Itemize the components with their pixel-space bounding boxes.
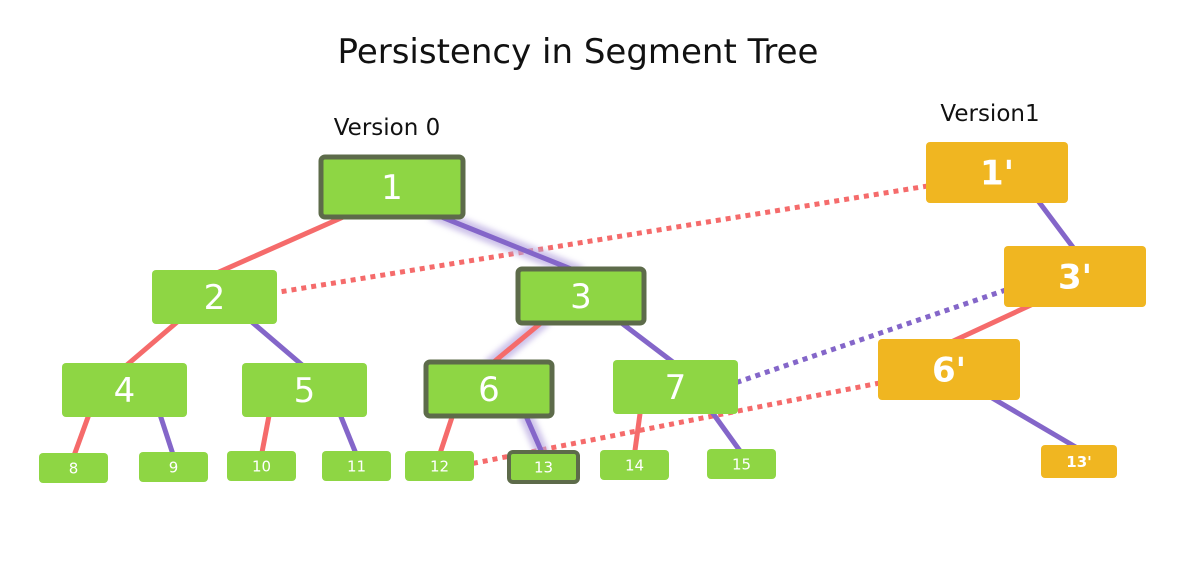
node-n5: 5 bbox=[242, 363, 367, 417]
edge-m6-m13 bbox=[987, 393, 1081, 452]
node-box-n7 bbox=[613, 360, 738, 414]
edge-n4-n9 bbox=[157, 412, 176, 457]
edge-n7-n15 bbox=[708, 408, 744, 455]
node-n8: 8 bbox=[39, 453, 108, 483]
edge-n2-n5 bbox=[247, 318, 307, 369]
node-label-n3: 3 bbox=[570, 277, 592, 317]
node-n15: 15 bbox=[707, 449, 776, 479]
edge-glow bbox=[429, 206, 584, 459]
diagram-title: Persistency in Segment Tree bbox=[338, 32, 819, 72]
edge-n3-n7 bbox=[614, 317, 678, 366]
node-label-n9: 9 bbox=[169, 458, 179, 476]
node-label-m3: 3' bbox=[1058, 258, 1092, 298]
node-box-n1 bbox=[318, 154, 466, 220]
node-box-n2 bbox=[152, 270, 277, 324]
node-box-n10 bbox=[227, 451, 296, 481]
node-box-m6 bbox=[878, 339, 1020, 400]
tree-edges bbox=[71, 197, 1081, 458]
edge-n1-n2 bbox=[213, 210, 354, 277]
node-m13: 13' bbox=[1041, 445, 1117, 478]
node-n3: 3 bbox=[515, 266, 647, 326]
node-n11: 11 bbox=[322, 451, 391, 481]
edge-n3-n6 bbox=[487, 317, 548, 368]
edge-n5-n11 bbox=[337, 412, 359, 456]
edge-n1-n3 bbox=[430, 210, 582, 276]
node-n12: 12 bbox=[405, 451, 474, 481]
node-label-n6: 6 bbox=[478, 370, 500, 410]
node-box-n14 bbox=[600, 450, 669, 480]
node-box-n13 bbox=[507, 450, 580, 484]
node-box-n8 bbox=[39, 453, 108, 483]
node-n4: 4 bbox=[62, 363, 187, 417]
node-n2: 2 bbox=[152, 270, 277, 324]
node-label-m1: 1' bbox=[980, 154, 1014, 194]
node-box-n5 bbox=[242, 363, 367, 417]
node-m1: 1' bbox=[926, 142, 1068, 203]
node-box-m13 bbox=[1041, 445, 1117, 478]
node-box-m1 bbox=[926, 142, 1068, 203]
node-box-n6 bbox=[423, 359, 555, 419]
node-box-n4 bbox=[62, 363, 187, 417]
link-m1-to-n2 bbox=[274, 183, 929, 296]
node-label-m6: 6' bbox=[932, 351, 966, 391]
node-n13: 13 bbox=[507, 450, 580, 484]
edge-n2-n4 bbox=[122, 318, 182, 369]
persistence-links bbox=[274, 183, 1007, 467]
node-label-n7: 7 bbox=[665, 368, 687, 408]
node-n14: 14 bbox=[600, 450, 669, 480]
node-n6: 6 bbox=[423, 359, 555, 419]
edge-m3-m6 bbox=[947, 300, 1037, 346]
node-m3: 3' bbox=[1004, 246, 1146, 307]
node-box-n12 bbox=[405, 451, 474, 481]
node-label-n8: 8 bbox=[69, 459, 79, 477]
node-label-n1: 1 bbox=[381, 168, 403, 208]
node-label-n12: 12 bbox=[430, 457, 449, 475]
node-n10: 10 bbox=[227, 451, 296, 481]
edge-n6-n12 bbox=[437, 411, 457, 456]
node-label-n13: 13 bbox=[534, 458, 553, 476]
node-label-n10: 10 bbox=[252, 457, 271, 475]
node-box-m3 bbox=[1004, 246, 1146, 307]
node-label-n2: 2 bbox=[204, 278, 226, 318]
node-label-m13: 13' bbox=[1066, 453, 1091, 471]
edge-n4-n8 bbox=[71, 412, 92, 458]
link-m3-to-n7 bbox=[735, 287, 1007, 386]
edge-n7-n14 bbox=[632, 409, 643, 455]
node-n7: 7 bbox=[613, 360, 738, 414]
edge-n6-n13 bbox=[521, 410, 546, 458]
node-label-n11: 11 bbox=[347, 457, 366, 475]
node-n1: 1 bbox=[318, 154, 466, 220]
edge-m1-m3 bbox=[1034, 197, 1078, 252]
node-box-n11 bbox=[322, 451, 391, 481]
node-label-n14: 14 bbox=[625, 456, 644, 474]
node-n9: 9 bbox=[139, 452, 208, 482]
node-box-n15 bbox=[707, 449, 776, 479]
version-1-label: Version1 bbox=[940, 101, 1039, 127]
node-label-n15: 15 bbox=[732, 455, 751, 473]
edge-n5-n10 bbox=[259, 412, 272, 456]
version-0-label: Version 0 bbox=[334, 115, 441, 141]
node-box-n3 bbox=[515, 266, 647, 326]
node-label-n5: 5 bbox=[294, 371, 316, 411]
node-box-n9 bbox=[139, 452, 208, 482]
node-label-n4: 4 bbox=[114, 371, 136, 411]
node-m6: 6' bbox=[878, 339, 1020, 400]
